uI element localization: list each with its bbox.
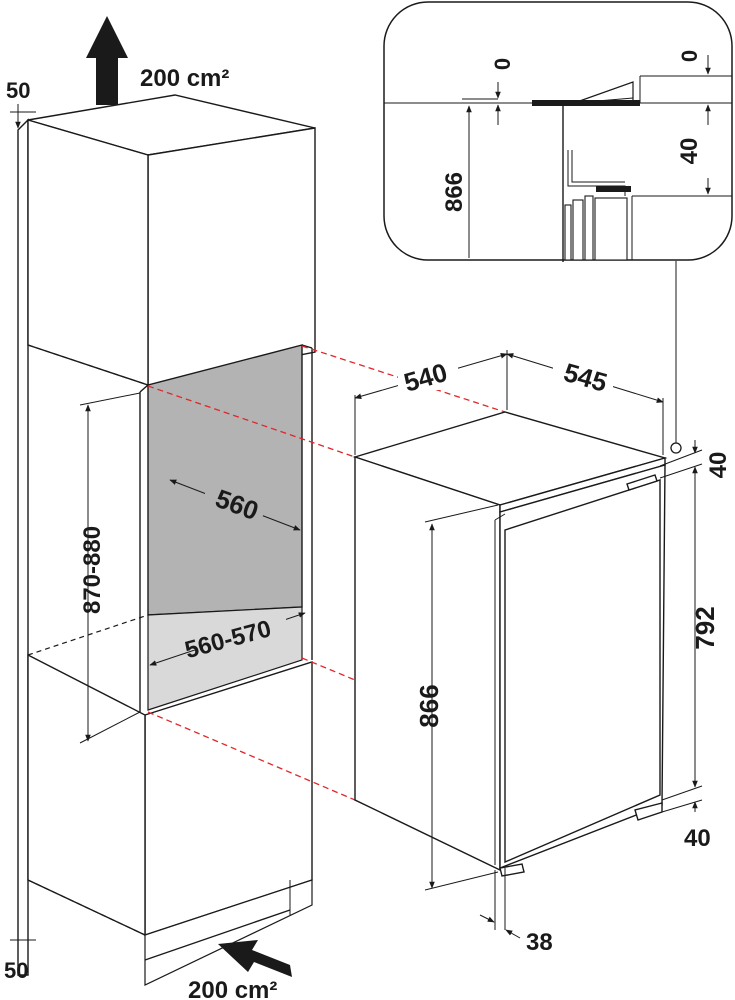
door-height-label: 792 <box>690 606 720 649</box>
detail-hinge-label: 40 <box>676 138 703 165</box>
top-offset-label: 40 <box>705 452 732 479</box>
top-gap-label: 50 <box>6 78 30 103</box>
appliance-height-label: 866 <box>414 684 444 727</box>
alignment-guides <box>147 345 506 801</box>
appliance-side <box>354 456 501 872</box>
door-thickness-dimension: 38 <box>479 868 553 956</box>
niche-height-label: 870-880 <box>79 526 106 614</box>
arrow-up-icon <box>86 16 128 105</box>
detail-frame <box>383 1 733 261</box>
door-thickness-label: 38 <box>526 929 553 956</box>
arrow-in-icon <box>218 940 292 977</box>
cabinet-side-panel <box>17 118 29 976</box>
detail-gap-left-label: 0 <box>490 58 515 70</box>
appliance-door <box>504 479 661 864</box>
bottom-offset-label: 40 <box>684 825 711 852</box>
detail-leader <box>670 261 682 454</box>
airflow-top-label: 200 cm² <box>140 65 229 92</box>
right-dimensions: 40 792 40 <box>659 440 732 852</box>
bottom-gap-label: 50 <box>4 958 28 983</box>
airflow-bottom-label: 200 cm² <box>188 977 277 1000</box>
niche-width-dimension: 560 <box>169 479 301 531</box>
detail-marker-icon <box>670 442 682 454</box>
door-handle <box>626 474 658 491</box>
niche-depth-dimension: 560-570 <box>149 612 306 666</box>
cabinet <box>17 94 316 986</box>
cabinet-top-front <box>27 119 149 386</box>
appliance <box>352 411 668 877</box>
cabinet-bottom-front <box>27 653 146 937</box>
cabinet-top-side <box>147 127 316 386</box>
hinge-bottom <box>499 863 525 877</box>
bottom-clearance: 50 <box>4 922 36 983</box>
detail-height-label: 866 <box>441 172 468 212</box>
airflow-bottom: 200 cm² <box>188 940 292 1000</box>
airflow-top: 200 cm² <box>86 16 229 105</box>
niche-height-dimension: 870-880 <box>79 392 141 744</box>
appliance-depth-dimension: 545 <box>506 353 664 455</box>
detail-gap-right-label: 0 <box>677 50 702 62</box>
detail-view: 0 866 0 40 <box>383 1 733 262</box>
top-clearance: 50 <box>6 78 36 129</box>
appliance-height-dimension: 866 <box>414 504 499 891</box>
